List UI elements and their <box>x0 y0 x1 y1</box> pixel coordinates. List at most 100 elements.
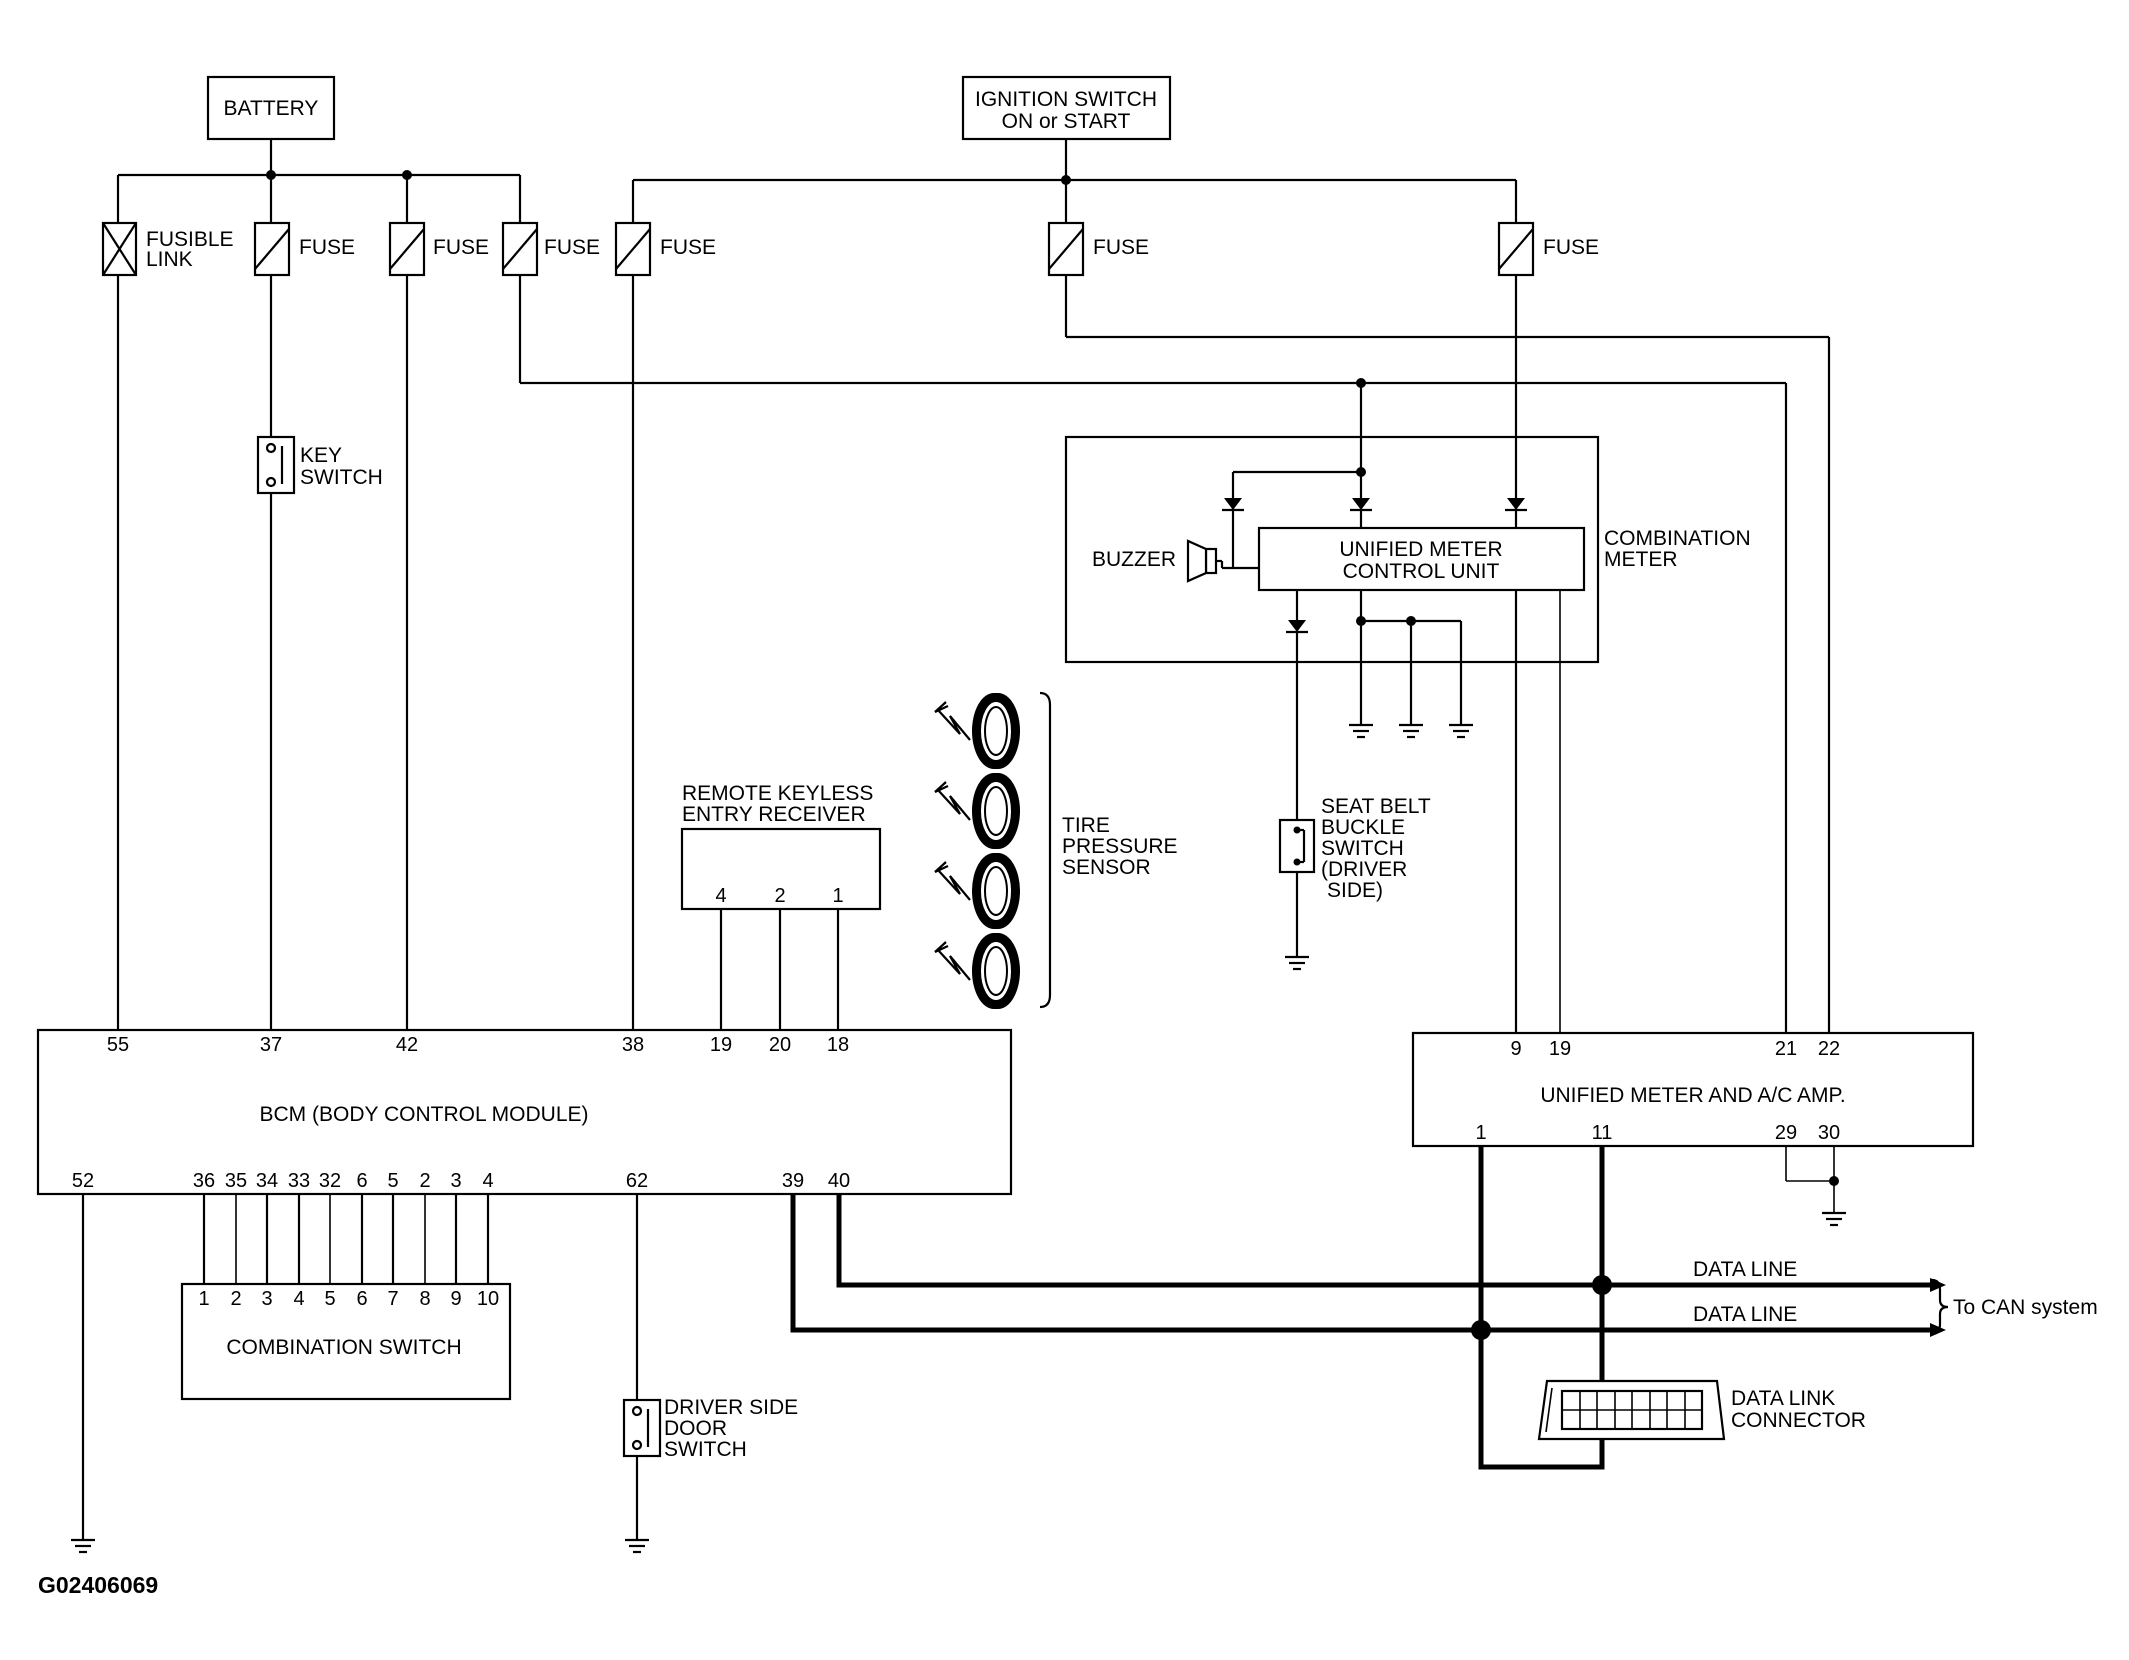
pin-number: 6 <box>356 1288 367 1310</box>
seat-belt-label: SEAT BELT <box>1321 795 1431 818</box>
pin-number: 30 <box>1818 1122 1840 1144</box>
tire-sensor-label: PRESSURE <box>1062 835 1178 858</box>
amp-label: UNIFIED METER AND A/C AMP. <box>1540 1084 1845 1107</box>
pin-number: 39 <box>782 1170 804 1192</box>
pin-number: 3 <box>261 1288 272 1310</box>
battery-label: BATTERY <box>224 97 319 120</box>
pin-number: 35 <box>225 1170 247 1192</box>
seat-belt-label: BUCKLE <box>1321 816 1405 839</box>
fuse-symbol <box>614 221 652 277</box>
diode-symbol <box>1350 498 1372 512</box>
keyless-receiver-label: REMOTE KEYLESS <box>682 782 873 805</box>
data-line-label: DATA LINE <box>1693 1303 1797 1326</box>
pin-number: 5 <box>387 1170 398 1192</box>
pin-number: 19 <box>1549 1038 1571 1060</box>
pin-number: 7 <box>387 1288 398 1310</box>
junction-dot <box>1592 1275 1612 1295</box>
combination-switch-label: COMBINATION SWITCH <box>226 1336 461 1359</box>
fuse-symbol <box>1497 221 1535 277</box>
ground-icon <box>1399 723 1423 739</box>
tire-sensor-label: SENSOR <box>1062 856 1151 879</box>
battery-block: BATTERY <box>206 75 336 141</box>
fuse-label: FUSE <box>433 236 489 259</box>
pin-number: 52 <box>72 1170 94 1192</box>
fuse-label: FUSE <box>544 236 600 259</box>
pin-number: 1 <box>1475 1122 1486 1144</box>
pin-number: 1 <box>832 885 843 907</box>
fusible-link-symbol <box>101 221 138 277</box>
pin-number: 36 <box>193 1170 215 1192</box>
fuse-label: FUSE <box>1543 236 1599 259</box>
ground-icon <box>1822 1211 1846 1227</box>
seat-belt-label: SIDE) <box>1327 879 1383 902</box>
buzzer-label: BUZZER <box>1092 548 1176 571</box>
data-link-connector-label: DATA LINK <box>1731 1387 1835 1410</box>
seat-belt-label: SWITCH <box>1321 837 1404 860</box>
ground-icon <box>625 1538 649 1554</box>
pin-number: 42 <box>396 1034 418 1056</box>
door-switch-label: DRIVER SIDE <box>664 1396 798 1419</box>
keyless-receiver-label: ENTRY RECEIVER <box>682 803 866 826</box>
combination-switch-block: COMBINATION SWITCH <box>180 1282 512 1401</box>
tire-pressure-sensor-icon <box>934 693 1020 769</box>
door-switch-label: SWITCH <box>664 1438 747 1461</box>
pin-number: 4 <box>715 885 726 907</box>
driver-door-switch-symbol <box>622 1398 662 1458</box>
pin-number: 55 <box>107 1034 129 1056</box>
fuse-label: FUSE <box>1093 236 1149 259</box>
pin-number: 38 <box>622 1034 644 1056</box>
pin-number: 2 <box>774 885 785 907</box>
buzzer-icon <box>1186 539 1224 583</box>
pin-number: 11 <box>1592 1122 1613 1144</box>
fuse-symbol <box>253 221 291 277</box>
figure-code: G02406069 <box>38 1572 158 1598</box>
meter-unit-label: UNIFIED METER <box>1339 538 1502 561</box>
data-link-connector-label: CONNECTOR <box>1731 1409 1866 1432</box>
can-system-label: To CAN system <box>1953 1296 2098 1319</box>
junction-dot <box>1829 1176 1839 1186</box>
key-switch-label: KEY <box>300 444 342 467</box>
pin-number: 1 <box>198 1288 209 1310</box>
tire-pressure-sensor-icon <box>934 773 1020 849</box>
fuse-symbol <box>388 221 426 277</box>
pin-number: 3 <box>450 1170 461 1192</box>
pin-number: 6 <box>356 1170 367 1192</box>
pin-number: 19 <box>710 1034 732 1056</box>
pin-number: 37 <box>260 1034 282 1056</box>
combination-meter-label: METER <box>1604 548 1678 571</box>
pin-number: 62 <box>626 1170 648 1192</box>
key-switch-symbol <box>256 435 296 495</box>
pin-number: 2 <box>230 1288 241 1310</box>
pin-number: 34 <box>256 1170 278 1192</box>
bcm-label: BCM (BODY CONTROL MODULE) <box>259 1103 588 1126</box>
unified-meter-control-unit: UNIFIED METER CONTROL UNIT <box>1257 526 1586 592</box>
pin-number: 2 <box>419 1170 430 1192</box>
fuse-label: FUSE <box>299 236 355 259</box>
fuse-label: FUSE <box>660 236 716 259</box>
keyless-receiver-block <box>680 827 882 911</box>
diode-symbol <box>1286 620 1308 634</box>
fuse-symbol <box>1047 221 1085 277</box>
ignition-switch-block: IGNITION SWITCH ON or START <box>961 75 1172 141</box>
pin-number: 20 <box>769 1034 791 1056</box>
tire-pressure-sensor-icon <box>934 933 1020 1009</box>
ground-icon <box>71 1538 95 1554</box>
pin-number: 21 <box>1775 1038 1797 1060</box>
pin-number: 4 <box>482 1170 493 1192</box>
pin-number: 9 <box>450 1288 461 1310</box>
junction-dot <box>1356 616 1366 626</box>
junction-dot <box>1471 1320 1491 1340</box>
fuse-symbol <box>501 221 539 277</box>
pin-number: 22 <box>1818 1038 1840 1060</box>
diode-symbol <box>1222 498 1244 512</box>
fusible-link-label: FUSIBLE <box>146 228 234 251</box>
door-switch-label: DOOR <box>664 1417 727 1440</box>
data-link-connector-icon <box>1537 1379 1726 1441</box>
pin-number: 8 <box>419 1288 430 1310</box>
ground-icon <box>1449 723 1473 739</box>
diode-symbol <box>1505 498 1527 512</box>
pin-number: 33 <box>288 1170 310 1192</box>
pin-number: 32 <box>319 1170 341 1192</box>
bcm-block: BCM (BODY CONTROL MODULE) <box>36 1028 1013 1196</box>
